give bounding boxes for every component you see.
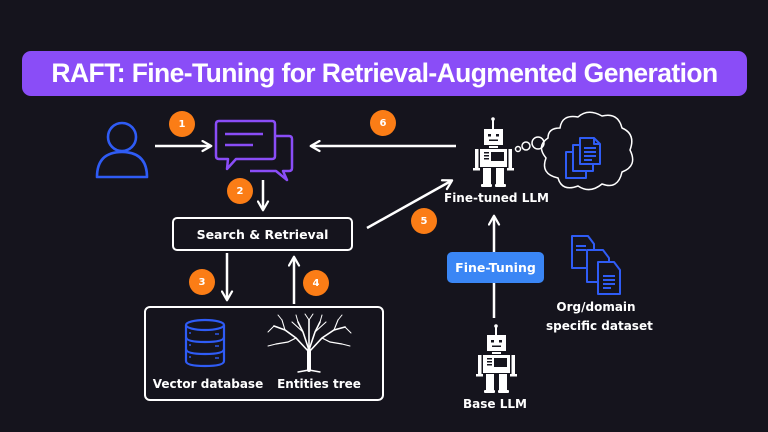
dataset-label-line1: Org/domain [556,300,636,314]
step-badge-4: 4 [303,270,329,296]
step-badge-5: 5 [411,208,437,234]
step-badge-2: 2 [227,178,253,204]
thought-documents-icon [565,137,601,179]
step-badge-3: 3 [189,269,215,295]
knowledge-store-box [144,306,384,401]
tree-icon [267,313,352,373]
step-badge-1: 1 [169,111,195,137]
step-badge-6: 6 [370,110,396,136]
base-llm-label: Base LLM [463,397,527,411]
database-icon [184,318,226,368]
dataset-label-line2: specific dataset [546,319,653,333]
vector-database-label: Vector database [152,377,264,391]
search-retrieval-box: Search & Retrieval [172,217,353,251]
user-icon [95,121,149,179]
base-robot-icon [476,324,517,393]
fine-tuning-chip: Fine-Tuning [447,252,544,283]
thought-bubble [514,111,634,191]
fine-tuned-llm-label: Fine-tuned LLM [444,191,549,205]
dataset-documents-icon [571,235,621,295]
title-banner: RAFT: Fine-Tuning for Retrieval-Augmente… [22,51,747,96]
arrow-search-to-llm [366,179,454,230]
fine-tuned-robot-icon [473,117,514,187]
chat-bubbles-icon [214,119,294,182]
entities-tree-label: Entities tree [277,377,361,391]
